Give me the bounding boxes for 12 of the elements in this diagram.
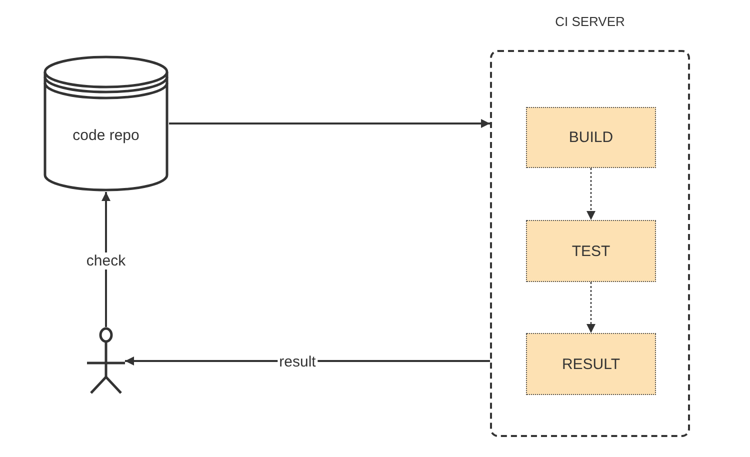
group-heading: CI SERVER [554, 14, 626, 29]
arrow [169, 119, 490, 128]
person-icon [87, 327, 125, 395]
process-step-box: RESULT [526, 333, 656, 395]
database-cylinder: code repo [43, 55, 169, 192]
arrow [586, 168, 596, 220]
process-step-box: BUILD [526, 107, 656, 168]
process-step-box: TEST [526, 220, 656, 282]
arrow [102, 192, 110, 327]
arrow [125, 356, 490, 366]
edge-label: check [84, 252, 128, 269]
arrow [586, 282, 596, 333]
